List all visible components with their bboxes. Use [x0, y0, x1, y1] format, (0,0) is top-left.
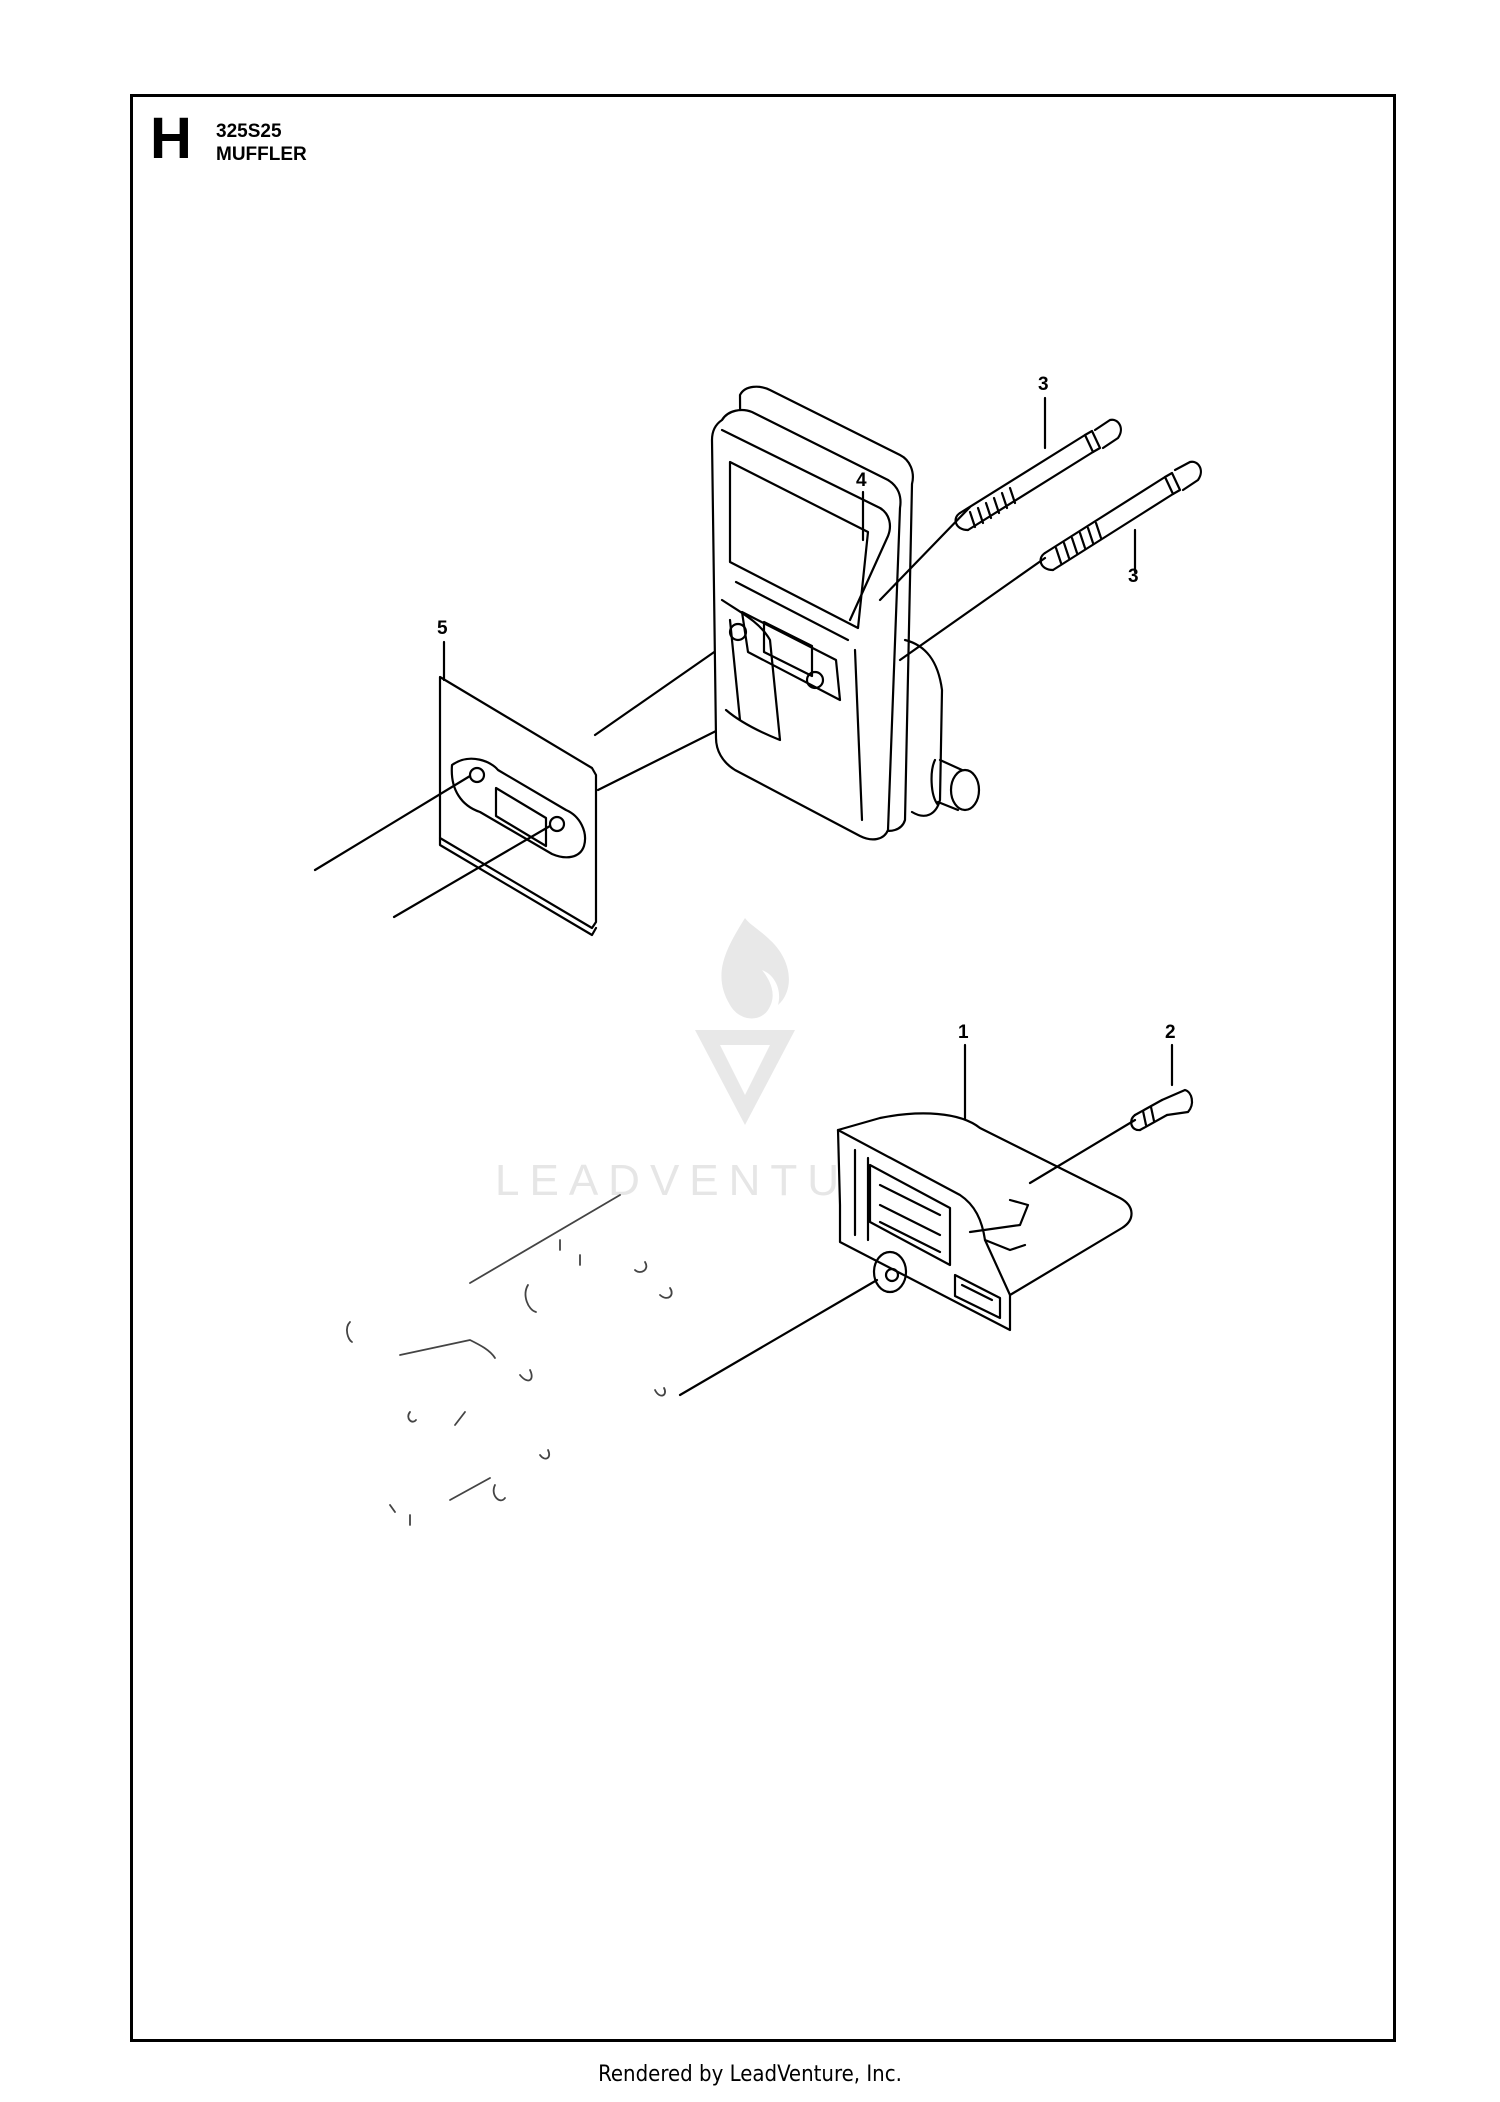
callout-5: 5: [437, 618, 448, 639]
screw-part-3-lower: [898, 460, 1202, 662]
callout-3a: 3: [1038, 374, 1049, 395]
muffler-part-4: [710, 385, 981, 841]
diagram-frame: [130, 94, 1396, 2042]
gasket-part-5: [438, 675, 598, 937]
heat-shield-part-1: [836, 1112, 1133, 1332]
screw-part-3-upper: [878, 418, 1122, 602]
callout-1: 1: [958, 1022, 969, 1043]
flame-logo-icon: [721, 918, 789, 1019]
section-letter: H: [150, 106, 192, 171]
partial-engine-fragment: [346, 1194, 673, 1526]
screw-part-2: [1028, 1088, 1194, 1185]
model-code: 325S25: [216, 121, 282, 142]
chevron-logo-icon: [695, 1030, 795, 1125]
callout-4: 4: [856, 470, 867, 491]
callout-3b: 3: [1128, 566, 1139, 587]
callout-2: 2: [1165, 1022, 1176, 1043]
section-title: MUFFLER: [216, 144, 307, 165]
footer-credit: Rendered by LeadVenture, Inc.: [598, 2062, 902, 2087]
